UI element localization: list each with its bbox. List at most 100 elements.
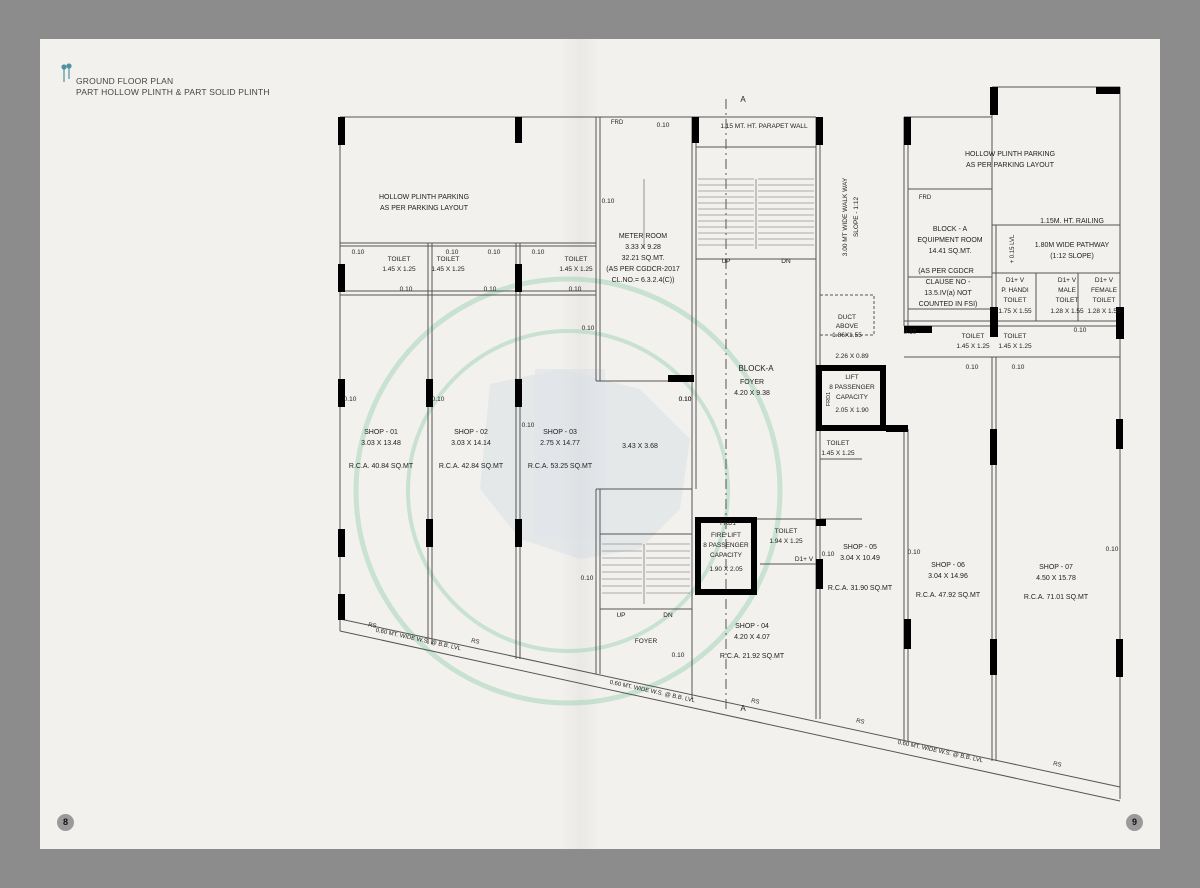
railing-label: 1.15M. HT. RAILING: [1040, 218, 1104, 225]
male-toilet-label-2: MALE: [1058, 287, 1076, 294]
fire-lift-label-2: 8 PASSENGER: [703, 542, 749, 549]
shop-03-size: 2.75 X 14.77: [540, 440, 580, 447]
equipment-room-label-2: EQUIPMENT ROOM: [917, 237, 982, 244]
drawing-sheet: GROUND FLOOR PLAN PART HOLLOW PLINTH & P…: [40, 39, 1160, 849]
lift-label-1: LIFT: [845, 374, 858, 381]
shop-05-area: R.C.A. 31.90 SQ.MT: [828, 585, 893, 592]
toilet-03-size: 1.45 X 1.25: [559, 266, 593, 273]
thickness-label: 0.10: [672, 652, 685, 659]
duct-label-3: 1.86X1.55: [832, 332, 862, 339]
shop-01-label: SHOP - 01: [364, 429, 398, 436]
thickness-label: 0.10: [581, 575, 594, 582]
shop-01-size: 3.03 X 13.48: [361, 440, 401, 447]
parking-left-label-1: HOLLOW PLINTH PARKING: [379, 194, 469, 201]
fire-lift-door-label: FRD1: [720, 521, 736, 527]
handi-toilet-label-2: P. HANDI: [1001, 287, 1029, 294]
shop-01-area: R.C.A. 40.84 SQ.MT: [349, 463, 414, 470]
stair-up-label-bottom: UP: [616, 612, 625, 619]
foyer-label: FOYER: [740, 379, 764, 386]
lift-door-label: FRD1: [826, 392, 832, 406]
female-toilet-label-4: 1.28 X 1.55: [1087, 308, 1121, 315]
pathway-label-2: (1:12 SLOPE): [1050, 253, 1094, 260]
duct-label-2: ABOVE: [836, 323, 859, 330]
toilet-01-label: TOILET: [388, 256, 411, 263]
stair-treads: [602, 178, 814, 604]
shop-02-size: 3.03 X 14.14: [451, 440, 491, 447]
male-toilet-label-3: TOILET: [1056, 297, 1079, 304]
handi-toilet-label-3: TOILET: [1004, 297, 1027, 304]
rera-watermark-seal: [353, 276, 783, 706]
thickness-label: 0.10: [344, 396, 357, 403]
thickness-label: 0.10: [352, 249, 365, 256]
shop-07-label: SHOP - 07: [1039, 564, 1073, 571]
toilet-01-size: 1.45 X 1.25: [382, 266, 416, 273]
stair-up-label: UP: [721, 258, 730, 265]
equipment-room-label-5: CLAUSE NO -: [926, 279, 971, 286]
shop-04-label: SHOP - 04: [735, 623, 769, 630]
shop-03-area: R.C.A. 53.25 SQ.MT: [528, 463, 593, 470]
equipment-room-label-6: 13.5.IV(a) NOT: [924, 290, 972, 297]
drawing-title: GROUND FLOOR PLAN: [76, 76, 174, 86]
thickness-label: 0.10: [1012, 364, 1025, 371]
toilet-02-label: TOILET: [437, 256, 460, 263]
level-label: + 0.15 LVL: [1010, 234, 1016, 263]
road-side-label: RS: [750, 698, 759, 706]
floor-plan: HOLLOW PLINTH PARKING AS PER PARKING LAY…: [338, 86, 1124, 802]
road-side-label: RS: [855, 718, 864, 726]
thickness-label: 0.10: [679, 396, 692, 403]
equipment-room-label-1: BLOCK - A: [933, 226, 968, 233]
equipment-room-label-7: COUNTED IN FSI): [919, 301, 978, 308]
toilet-02-size: 1.45 X 1.25: [431, 266, 465, 273]
thickness-label: 0.10: [522, 422, 535, 429]
plan-labels: HOLLOW PLINTH PARKING AS PER PARKING LAY…: [344, 95, 1121, 769]
shop-04-size: 4.20 X 4.07: [734, 634, 770, 641]
toilet-07-size: 1.94 X 1.25: [769, 538, 803, 545]
duct-label-1: DUCT: [838, 314, 856, 321]
lift-label-4: 2.05 X 1.90: [835, 407, 869, 414]
road-side-label: RS: [470, 638, 479, 646]
walkway-strip-label-1: 0.60 MT. WIDE W.S. @ B.B. LVL: [375, 628, 462, 653]
drawing-subtitle: PART HOLLOW PLINTH & PART SOLID PLINTH: [76, 86, 270, 97]
female-toilet-label-2: FEMALE: [1091, 287, 1118, 294]
thickness-label: 0.10: [484, 286, 497, 293]
male-toilet-label-4: 1.28 X 1.55: [1050, 308, 1084, 315]
thickness-label: 0.10: [822, 551, 835, 558]
section-mark-bottom: A: [740, 704, 746, 713]
road-side-label: RS: [367, 622, 376, 630]
thickness-label: 0.10: [1074, 327, 1087, 334]
structural-columns: [338, 87, 1124, 677]
foyer-size: 4.20 X 9.38: [734, 390, 770, 397]
road-side-label: RS: [1052, 761, 1061, 769]
toilet-03-label: TOILET: [565, 256, 588, 263]
section-mark-top: A: [740, 95, 746, 104]
fire-lift-label-3: CAPACITY: [710, 552, 743, 559]
shop-03-label: SHOP - 03: [543, 429, 577, 436]
meter-room-label-1: METER ROOM: [619, 233, 667, 240]
title-block: GROUND FLOOR PLAN PART HOLLOW PLINTH & P…: [76, 76, 270, 97]
thickness-label: 0.10: [1106, 546, 1119, 553]
page-spread-fold: [560, 39, 600, 849]
frd-equipment-label: FRD: [919, 195, 932, 201]
toilet-05-label: TOILET: [962, 333, 985, 340]
stair-down-label: DN: [781, 258, 791, 265]
thickness-label: 0.10: [602, 198, 615, 205]
equipment-room-label-4: (AS PER CGDCR: [918, 268, 974, 275]
male-toilet-label-1: D1+ V: [1058, 277, 1077, 284]
page-number-left: 8: [57, 814, 74, 831]
shop-06-area: R.C.A. 47.92 SQ.MT: [916, 592, 981, 599]
thickness-label: 0.10: [488, 249, 501, 256]
shop-05-label: SHOP - 05: [843, 544, 877, 551]
fire-lift-label-4: 1.90 X 2.05: [709, 566, 743, 573]
handi-toilet-label-4: 1.75 X 1.55: [998, 308, 1032, 315]
female-toilet-label-1: D1+ V: [1095, 277, 1114, 284]
equipment-room-label-3: 14.41 SQ.MT.: [929, 248, 972, 255]
lift-label-3: CAPACITY: [836, 394, 869, 401]
walkway-label-2: SLOPE - 1:12: [853, 197, 860, 237]
walkway-strip-label-3: 0.60 MT. WIDE W.S. @ B.B. LVL: [897, 740, 984, 765]
thickness-label: 0.10: [569, 286, 582, 293]
thickness-label: 0.10: [582, 325, 595, 332]
toilet-07-label: TOILET: [775, 528, 798, 535]
page-number-right: 9: [1126, 814, 1143, 831]
shop-07-size: 4.50 X 15.78: [1036, 575, 1076, 582]
stair-down-label-bottom: DN: [663, 612, 673, 619]
